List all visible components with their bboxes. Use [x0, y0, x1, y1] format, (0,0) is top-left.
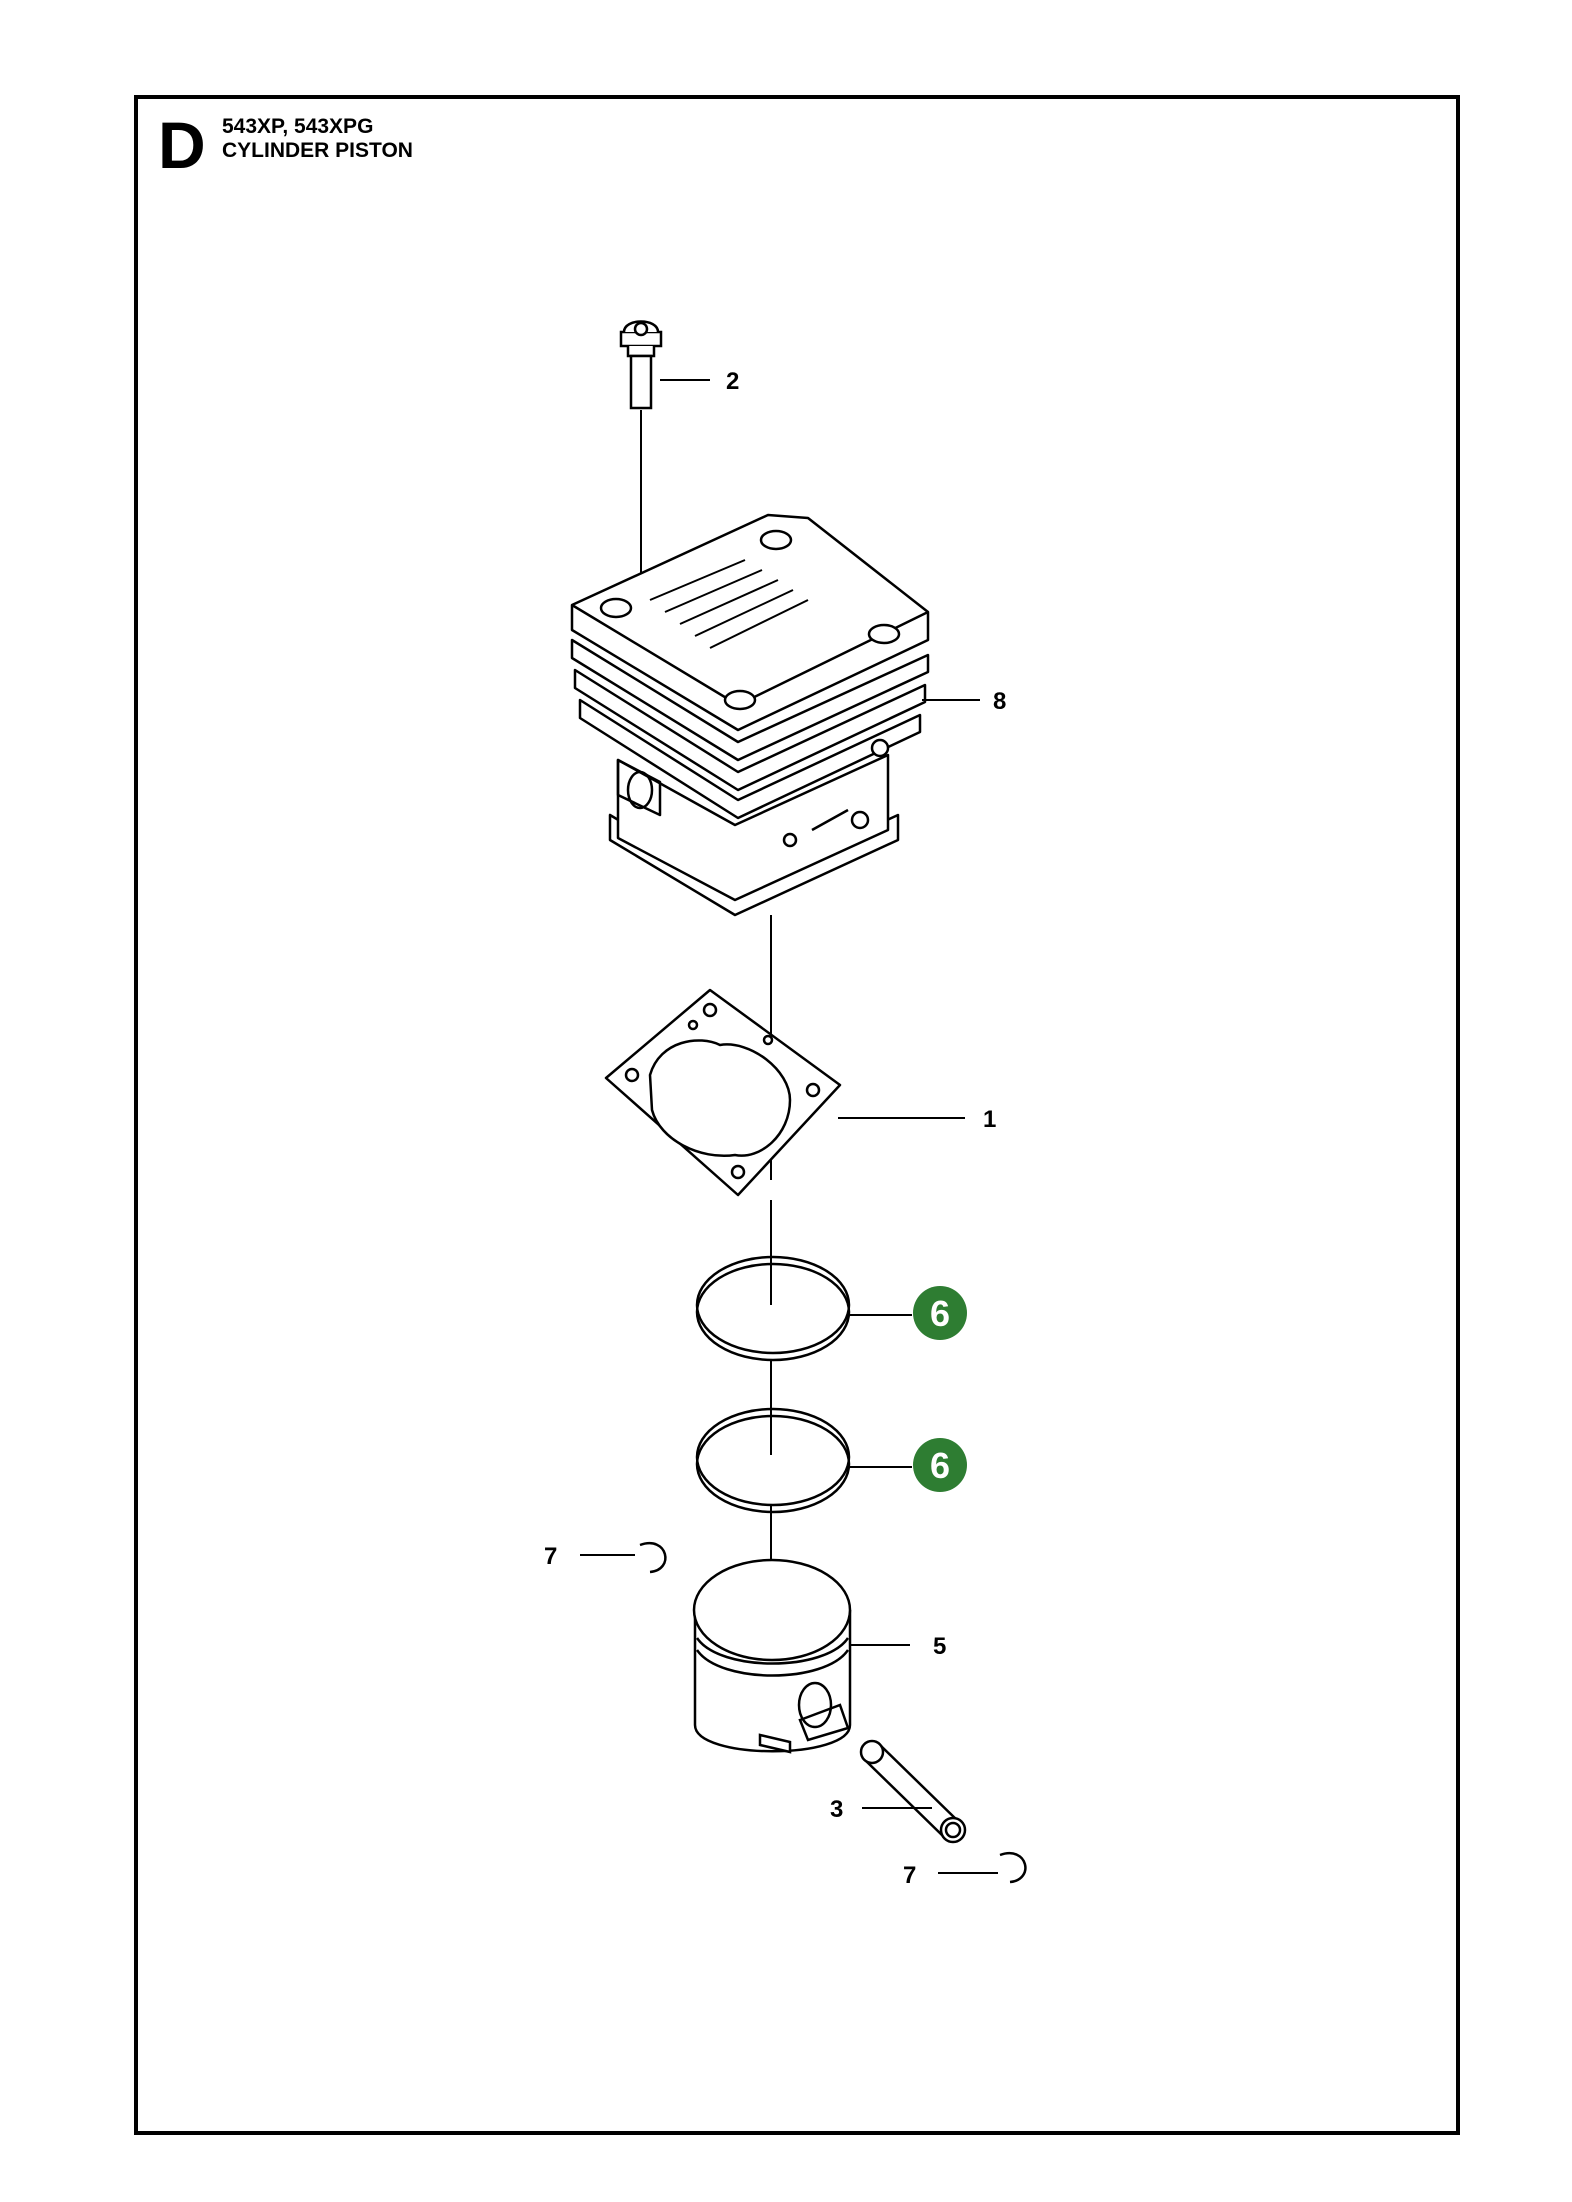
section-letter: D	[158, 108, 206, 182]
model-list: 543XP, 543XPG	[222, 115, 374, 138]
callout-5: 5	[933, 1633, 946, 1660]
cylinder-part[interactable]	[570, 513, 930, 917]
piston-ring-lower[interactable]	[695, 1407, 851, 1514]
callout-8: 8	[993, 688, 1006, 715]
callout-3: 3	[830, 1796, 843, 1823]
callout-7-right: 7	[903, 1862, 916, 1889]
callout-6-lower: 6	[930, 1445, 950, 1486]
piston-ring-upper[interactable]	[695, 1255, 851, 1362]
callout-6-upper: 6	[930, 1293, 950, 1334]
circlip-right-part[interactable]	[999, 1852, 1027, 1884]
callout-7-left: 7	[544, 1543, 557, 1570]
section-title: CYLINDER PISTON	[222, 139, 413, 162]
circlip-left-part[interactable]	[639, 1542, 667, 1574]
callout-2: 2	[726, 368, 739, 395]
callout-6-lower-badge: 6	[913, 1438, 967, 1492]
callout-1: 1	[983, 1106, 996, 1133]
title-block: 543XP, 543XPG CYLINDER PISTON	[222, 115, 413, 163]
piston-pin-part[interactable]	[859, 1739, 967, 1844]
screw-part[interactable]	[619, 320, 663, 410]
piston-part[interactable]	[692, 1558, 852, 1754]
callout-leader-lines	[580, 379, 998, 1874]
page-frame	[134, 95, 1460, 2135]
callout-6-upper-badge: 6	[913, 1286, 967, 1340]
gasket-part[interactable]	[604, 988, 842, 1197]
